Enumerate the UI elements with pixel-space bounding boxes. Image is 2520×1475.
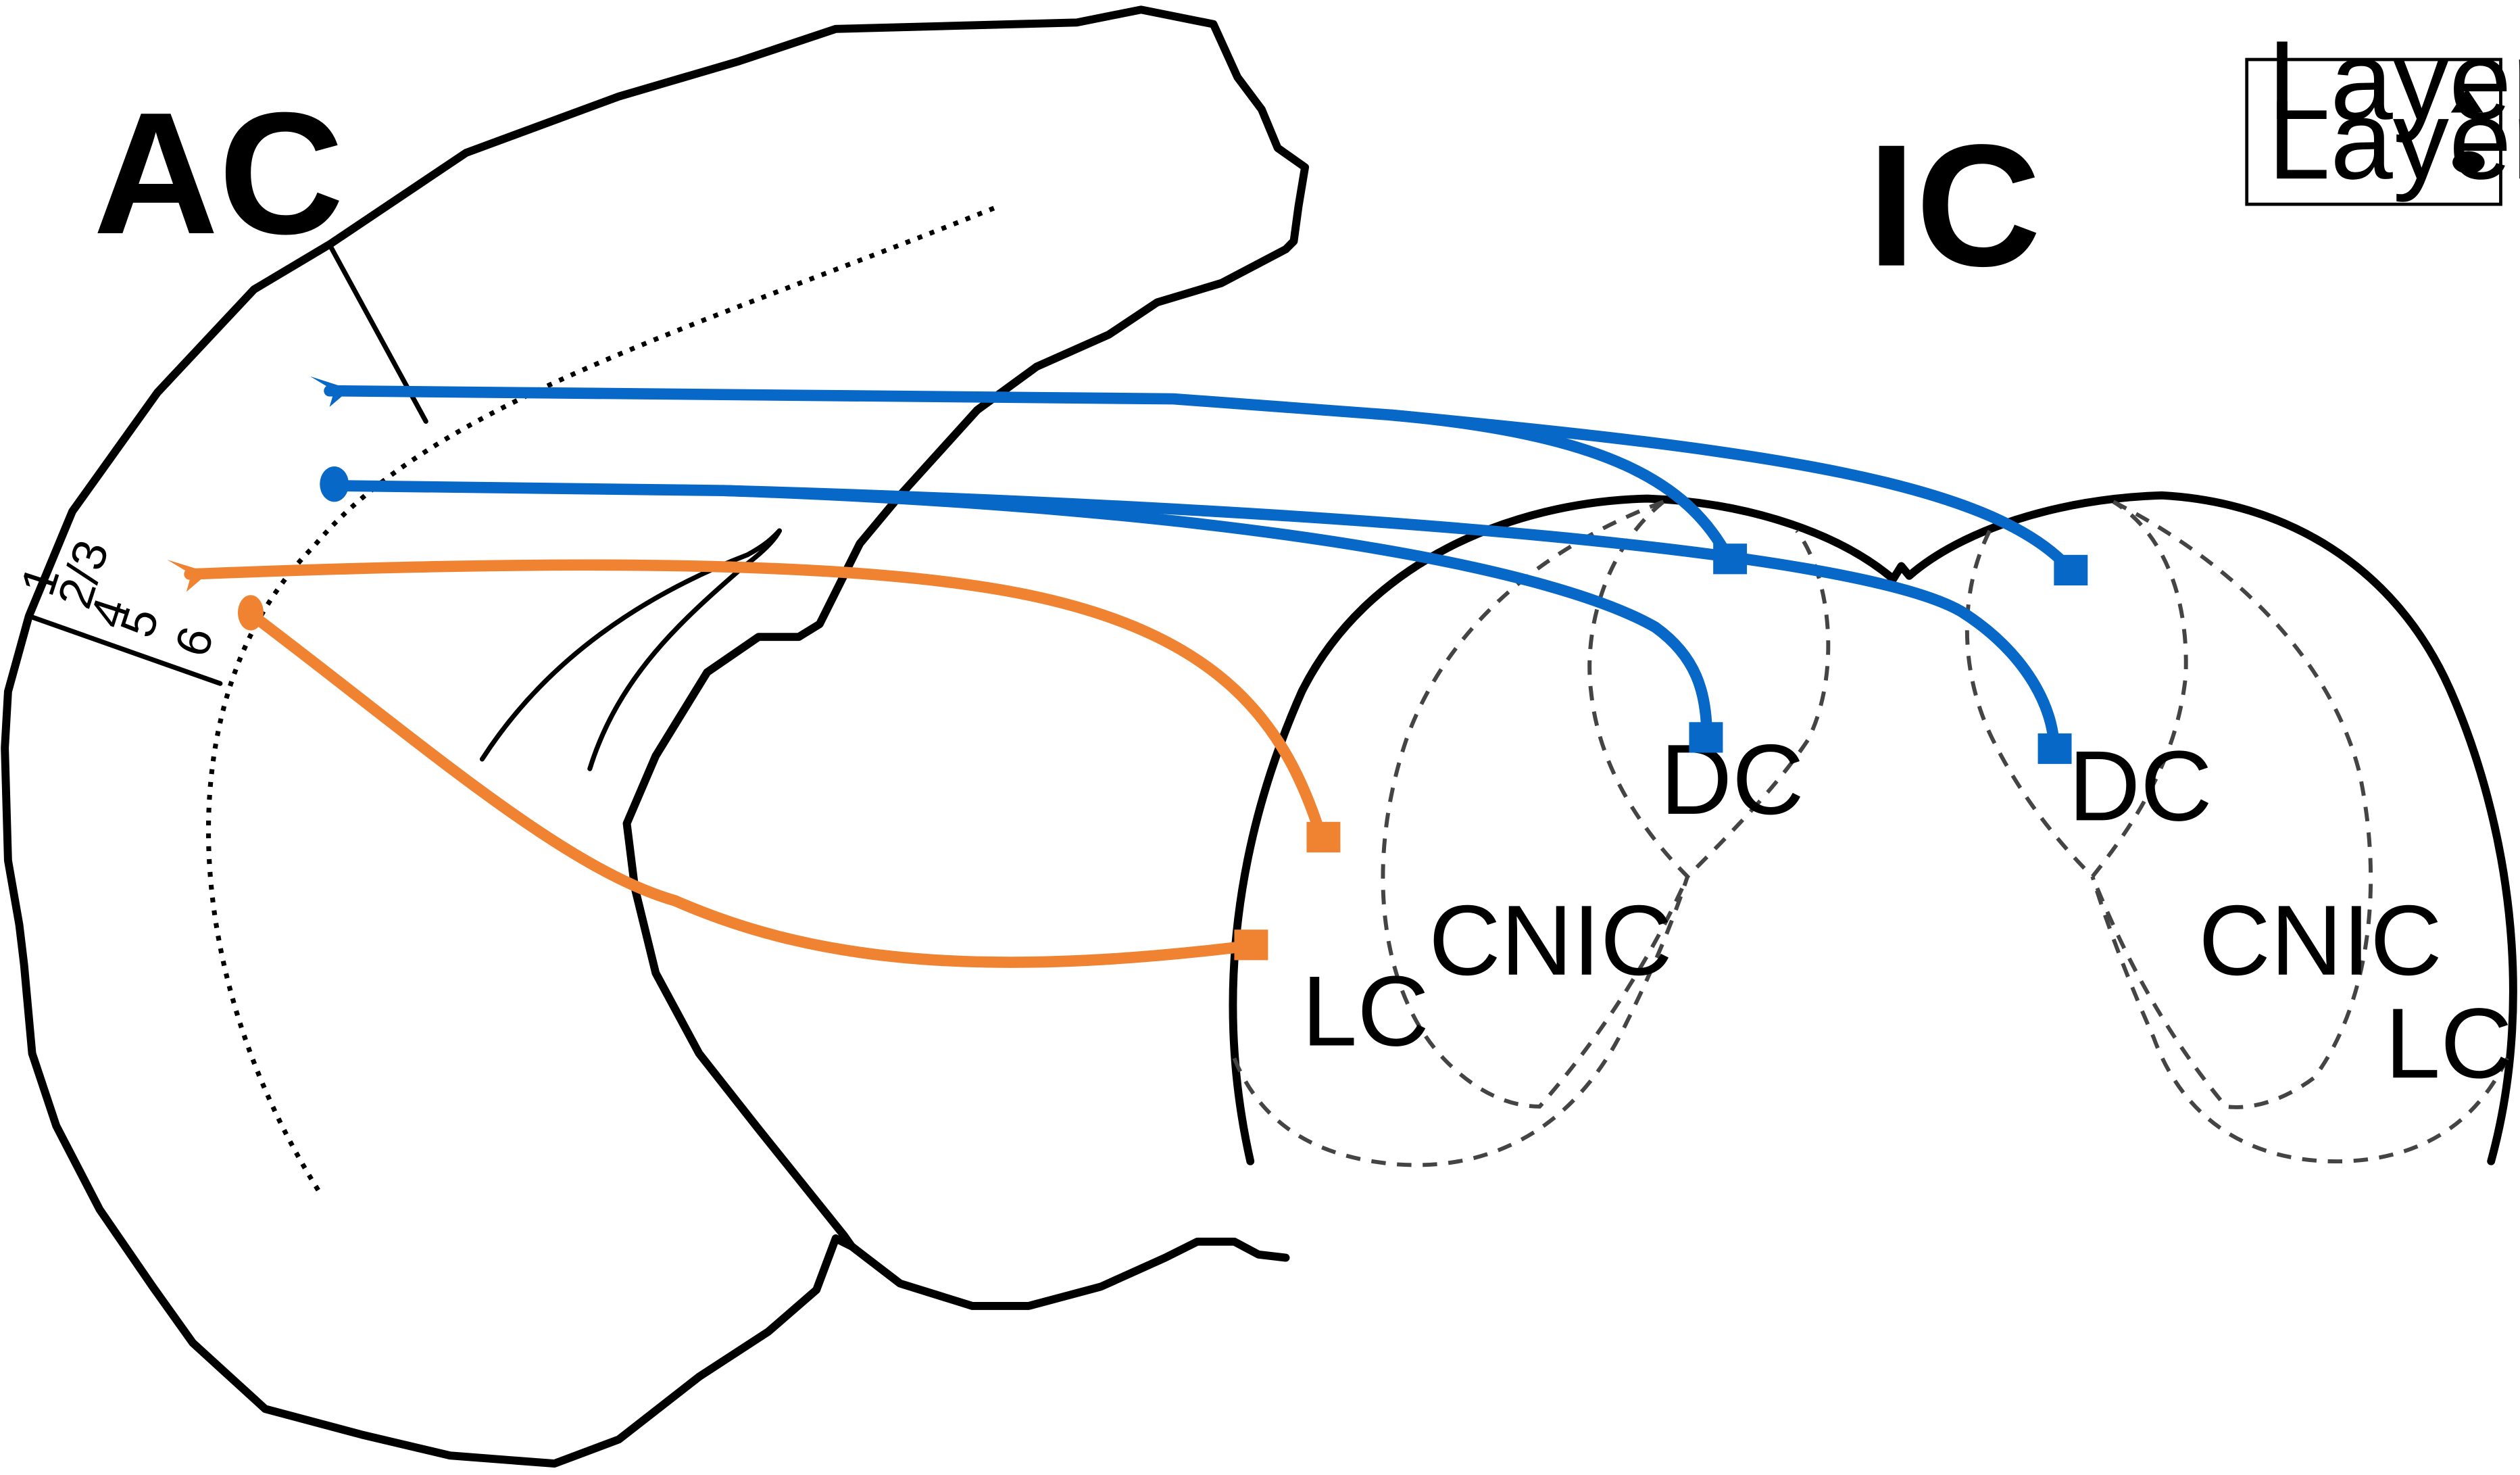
right-lc-boundary — [2090, 875, 2509, 1164]
ac-label: AC — [93, 76, 344, 270]
blue-terminal-right-dc-upper — [2054, 554, 2088, 586]
legend-label-layer5: Layer 5 — [2268, 18, 2520, 143]
layer-label: 5 — [110, 601, 170, 643]
cortex-outline — [1, 5, 1310, 1468]
internal-curve-2 — [587, 528, 782, 771]
layer6-boundary-line — [206, 203, 1001, 1192]
right-lc-label: LC — [2385, 988, 2512, 1099]
ac-ventral-boundary — [26, 613, 223, 686]
right-dc-boundary — [1965, 500, 2188, 880]
legend: Layer 5 Layer 6 — [2245, 18, 2520, 206]
blue-layer5-branch-path — [1384, 409, 1733, 562]
left-cnic-label: CNIC — [1429, 885, 1672, 996]
cerebellum-outline — [847, 1237, 1290, 1310]
blue-terminal-right-dc-lower — [2037, 733, 2072, 765]
orange-layer6-path — [243, 607, 1256, 968]
left-ic-subdivisions — [1232, 500, 1831, 1167]
legend-label-layer6: Layer 6 — [2268, 77, 2520, 203]
blue-layer5-cell — [310, 376, 351, 407]
ic-outline — [1229, 491, 2517, 1165]
orange-layer5-path — [184, 559, 1327, 842]
projections — [184, 385, 2076, 968]
left-dc-boundary — [1587, 500, 1831, 879]
cortical-layer-labels: 1 2/3 4 5 6 — [10, 534, 224, 662]
orange-layer6-cell — [237, 595, 264, 631]
left-cnic-boundary — [1381, 500, 1689, 1109]
left-lc-label: LC — [1302, 955, 1429, 1067]
ic-label: IC — [1867, 109, 2041, 303]
internal-curve-1 — [479, 528, 782, 762]
right-cnic-boundary — [2090, 500, 2373, 1109]
right-cnic-label: CNIC — [2198, 885, 2442, 996]
orange-terminal-left-lc-lower — [1234, 929, 1268, 961]
triangle-icon — [310, 376, 351, 407]
blue-layer6-main-path — [332, 480, 2060, 754]
orange-terminal-left-lc-upper — [1306, 821, 1341, 852]
left-dc-label: DC — [1660, 724, 1804, 836]
blue-layer6-branch-path — [717, 485, 1712, 743]
triangle-icon — [2450, 88, 2484, 113]
ellipse-icon — [2452, 151, 2485, 174]
blue-terminal-left-dc-lower — [1689, 722, 1723, 753]
blue-terminal-left-dc-upper — [1713, 543, 1748, 575]
blue-layer5-main-path — [324, 385, 2076, 575]
right-dc-label: DC — [2069, 730, 2213, 842]
brain-outline — [1, 5, 1310, 1468]
layer-label: 6 — [165, 621, 224, 662]
legend-box — [2245, 57, 2502, 206]
right-ic-subdivisions — [1965, 500, 2509, 1164]
blue-layer6-cell — [320, 466, 349, 502]
